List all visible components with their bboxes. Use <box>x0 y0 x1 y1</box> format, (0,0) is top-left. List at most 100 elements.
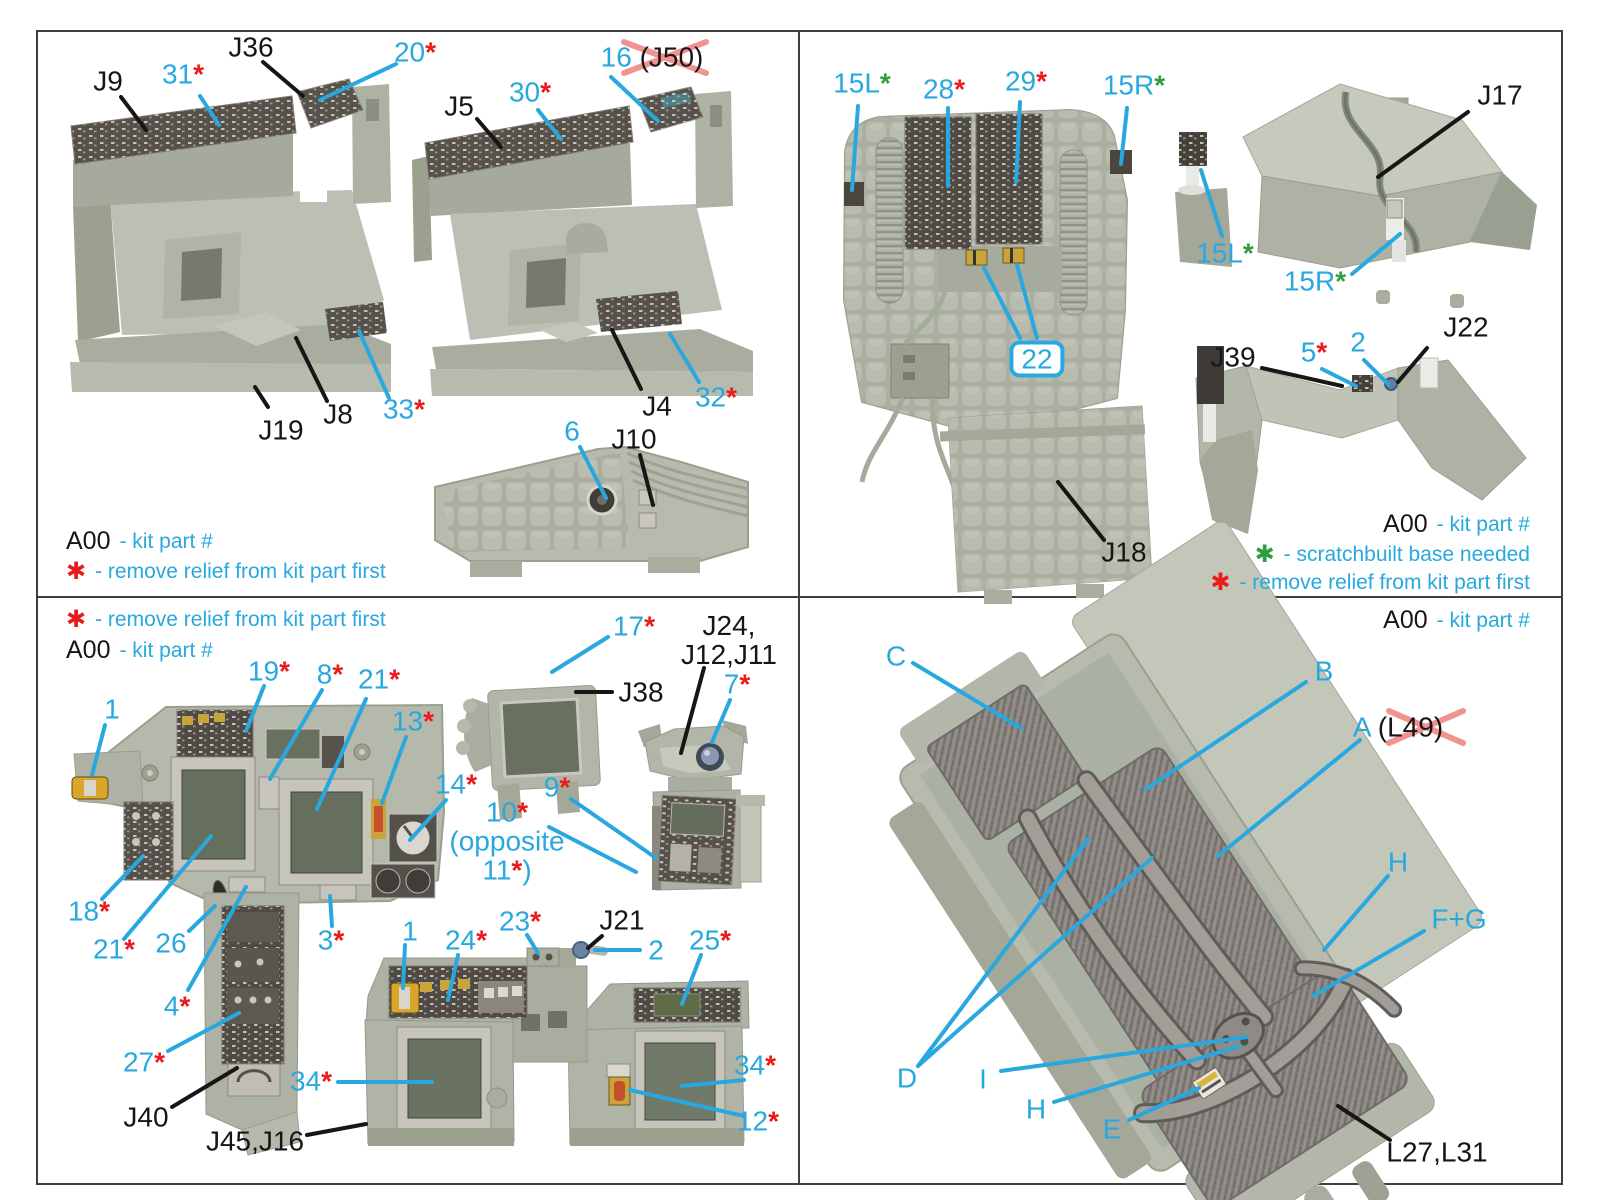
callout-text: 31 <box>161 58 194 90</box>
callout-text: 15R <box>1102 69 1155 101</box>
callout-bottom_left-12: 12* <box>737 1106 779 1135</box>
callout-text: * <box>1335 265 1347 297</box>
leader-line <box>525 933 540 955</box>
leader-line <box>198 94 221 127</box>
callout-text: * <box>765 1049 777 1081</box>
callout-text: * <box>1154 69 1166 101</box>
callout-bottom_left-21-a: 21* <box>358 664 400 693</box>
callout-bottom_left-9: 9* <box>544 772 570 801</box>
callout-top_left-j9: J9 <box>93 66 123 95</box>
callout-text: * <box>879 67 891 99</box>
callout-text: J45,J16 <box>205 1125 305 1157</box>
photo-cockpit-tub-left <box>70 78 391 392</box>
callout-text: ) <box>522 854 532 886</box>
leader-line <box>122 834 213 941</box>
leader-line <box>100 854 145 901</box>
callout-text: * <box>540 76 552 108</box>
callout-top_left-j5: J5 <box>444 91 474 120</box>
photo-glareshield-assembly <box>364 941 750 1146</box>
callout-bottom_left-21-b: 21* <box>93 934 135 963</box>
leader-line <box>1216 738 1362 858</box>
red-star-icon: ✱ <box>66 558 87 585</box>
callout-bottom_left-34-right: 34* <box>734 1050 776 1079</box>
callout-top_right-j17: J17 <box>1477 80 1522 109</box>
callout-text: 6 <box>564 415 580 447</box>
leader-line <box>1199 168 1224 238</box>
callout-text: * <box>559 771 571 803</box>
callout-text: 19 <box>247 655 280 687</box>
callout-text: 26 <box>155 927 187 959</box>
callout-bottom_left-13: 13* <box>392 706 434 735</box>
callout-text: 1 <box>104 693 120 725</box>
leader-line <box>680 1078 746 1088</box>
callout-text: 21 <box>357 663 390 695</box>
callout-text: * <box>179 990 191 1022</box>
callout-text: 33 <box>382 393 415 425</box>
callout-text: 11 <box>482 854 512 886</box>
callout-text: * <box>425 36 437 68</box>
leader-line <box>408 798 448 842</box>
callout-top_right-15r-low: 15R* <box>1284 266 1346 295</box>
callout-top_right-15r-top: 15R* <box>1103 70 1165 99</box>
leader-line <box>315 697 368 811</box>
leader-line <box>628 1088 746 1118</box>
callout-bottom_right-e: E <box>1103 1114 1122 1143</box>
callout-text: J18 <box>1101 536 1147 568</box>
callout-text: J22 <box>1443 311 1489 343</box>
callout-text: J8 <box>323 398 353 430</box>
callout-text: * <box>154 1046 166 1078</box>
leader-line <box>1320 367 1358 388</box>
callout-text: 4 <box>163 990 180 1022</box>
callout-bottom_left-j21: J21 <box>599 905 644 934</box>
callout-bottom_right-f-g: F+G <box>1431 904 1486 933</box>
callout-text: * <box>1242 237 1254 269</box>
callout-text: * <box>644 610 656 642</box>
callout-text: B <box>1314 655 1334 687</box>
kit-part-code: A00 <box>1383 606 1428 634</box>
callout-text: 32 <box>694 381 727 413</box>
kit-part-text: - kit part # <box>1436 512 1530 536</box>
callout-text: 12 <box>736 1105 769 1137</box>
callout-bottom_left-27: 27* <box>123 1047 165 1076</box>
leader-line <box>668 332 701 384</box>
callout-bottom_right-c: C <box>886 641 906 670</box>
vertical-divider <box>798 30 800 1183</box>
leader-line <box>170 1066 239 1109</box>
leader-line <box>1127 1086 1201 1122</box>
kit-part-text: - kit part # <box>119 638 213 662</box>
leader-line <box>850 104 860 192</box>
remove-relief-text: - remove relief from kit part first <box>1239 571 1530 594</box>
callout-text: J9 <box>93 65 123 97</box>
callout-text: J36 <box>228 31 274 63</box>
callout-text: * <box>321 1065 333 1097</box>
horizontal-divider <box>36 596 1561 598</box>
callout-bottom_left-3: 3* <box>318 925 344 954</box>
callout-text: J39 <box>1210 341 1256 373</box>
photo-display-unit-j38 <box>456 685 601 820</box>
callout-text: J24, <box>702 609 756 641</box>
callout-text: * <box>511 854 523 886</box>
callout-text: J12,J11 <box>681 639 777 670</box>
legend-kit-row: A00 - kit part # <box>1383 606 1530 635</box>
leader-line <box>679 666 706 755</box>
callout-text: 13 <box>391 705 424 737</box>
callout-top_left-j36: J36 <box>228 32 273 61</box>
callout-text: A <box>1352 711 1378 743</box>
legend-scratch-row: ✱ - scratchbuilt base needed <box>1210 543 1530 567</box>
callout-text: * <box>99 895 111 927</box>
callout-bottom_left-j40: J40 <box>123 1102 168 1131</box>
callout-text: * <box>1036 65 1048 97</box>
leader-line <box>1014 100 1022 184</box>
callout-text: 17 <box>612 610 645 642</box>
callout-text: H <box>1025 1093 1047 1125</box>
callout-bottom_right-i: I <box>979 1064 987 1093</box>
callout-bottom_left-2-coaming: 2 <box>648 935 664 964</box>
callout-bottom_right-h-top: H <box>1388 847 1408 876</box>
leader-line <box>357 329 391 400</box>
leader-line <box>536 108 563 141</box>
callout-text: 15R <box>1283 265 1336 297</box>
leader-line <box>1336 1104 1392 1142</box>
leader-line <box>318 62 398 102</box>
